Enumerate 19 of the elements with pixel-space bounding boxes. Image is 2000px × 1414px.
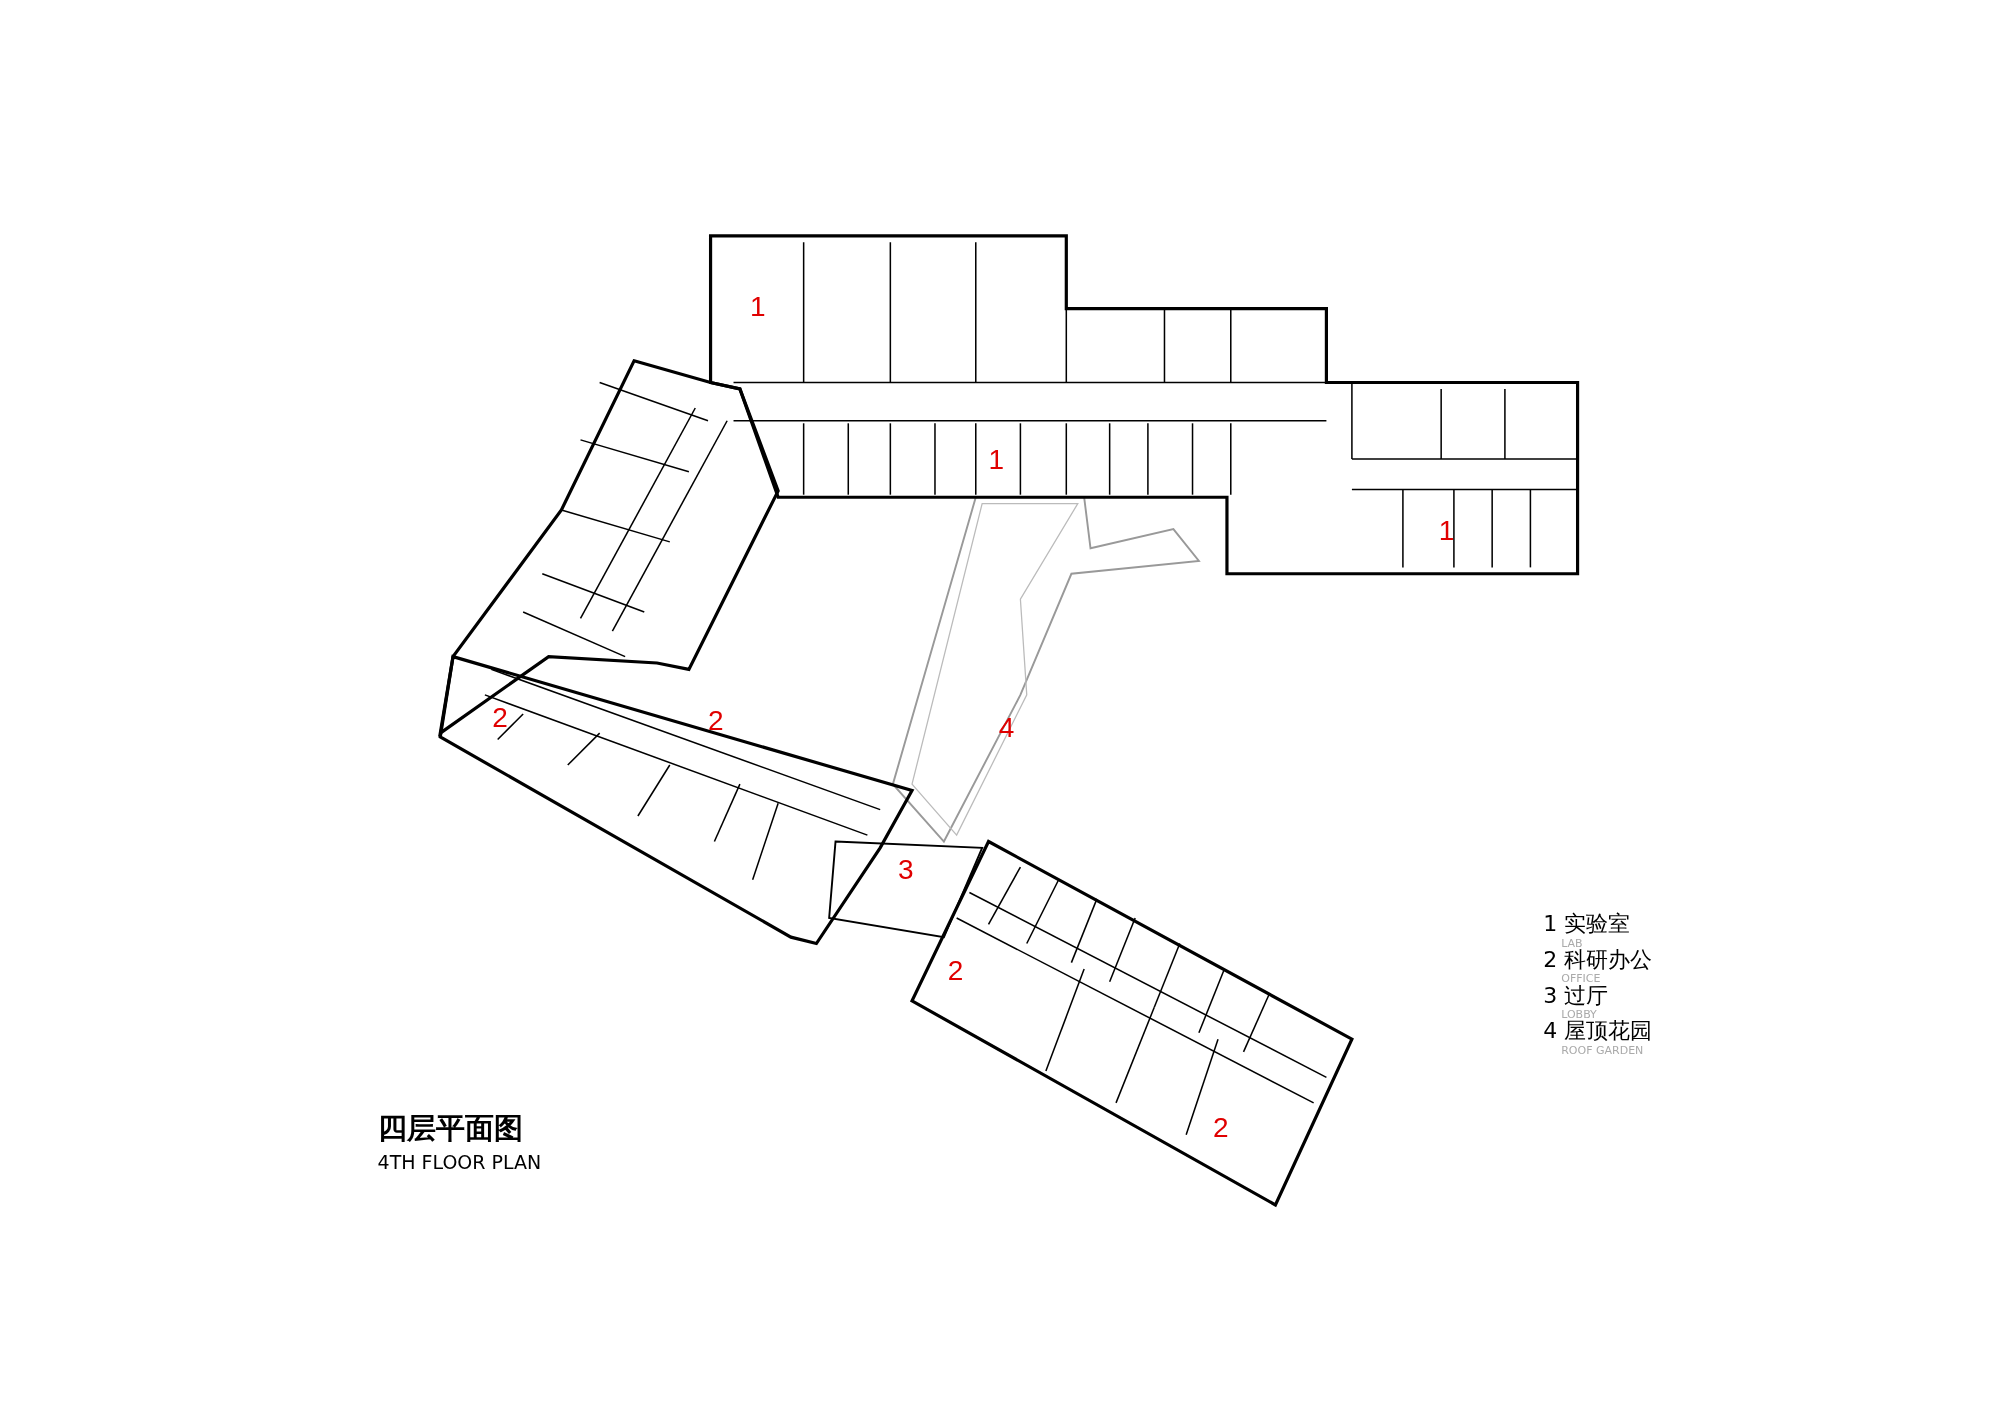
room-number: 2 <box>492 704 508 733</box>
room-number: 2 <box>947 956 964 985</box>
legend-entry: 2 科研办公 <box>1543 948 1653 971</box>
legend-entry: 1 实验室 <box>1543 913 1631 936</box>
room-number: 2 <box>707 706 724 735</box>
plan-subtitle: 4TH FLOOR PLAN <box>377 1153 542 1173</box>
legend-entry: 4 屋顶花园 <box>1543 1020 1653 1043</box>
legend-translation: LOBBY <box>1561 1008 1597 1020</box>
room-number: 3 <box>897 855 914 884</box>
room-number: 1 <box>1438 516 1455 545</box>
legend-translation: ROOF GARDEN <box>1561 1044 1644 1056</box>
room-number: 1 <box>988 446 1005 475</box>
legend-entry: 3 过厅 <box>1543 984 1609 1007</box>
room-number: 4 <box>998 714 1015 743</box>
legend-translation: OFFICE <box>1561 973 1601 985</box>
legend-translation: LAB <box>1561 937 1583 949</box>
room-number: 1 <box>750 293 766 322</box>
plan-title: 四层平面图 <box>377 1113 523 1143</box>
room-number: 2 <box>1213 1113 1229 1142</box>
